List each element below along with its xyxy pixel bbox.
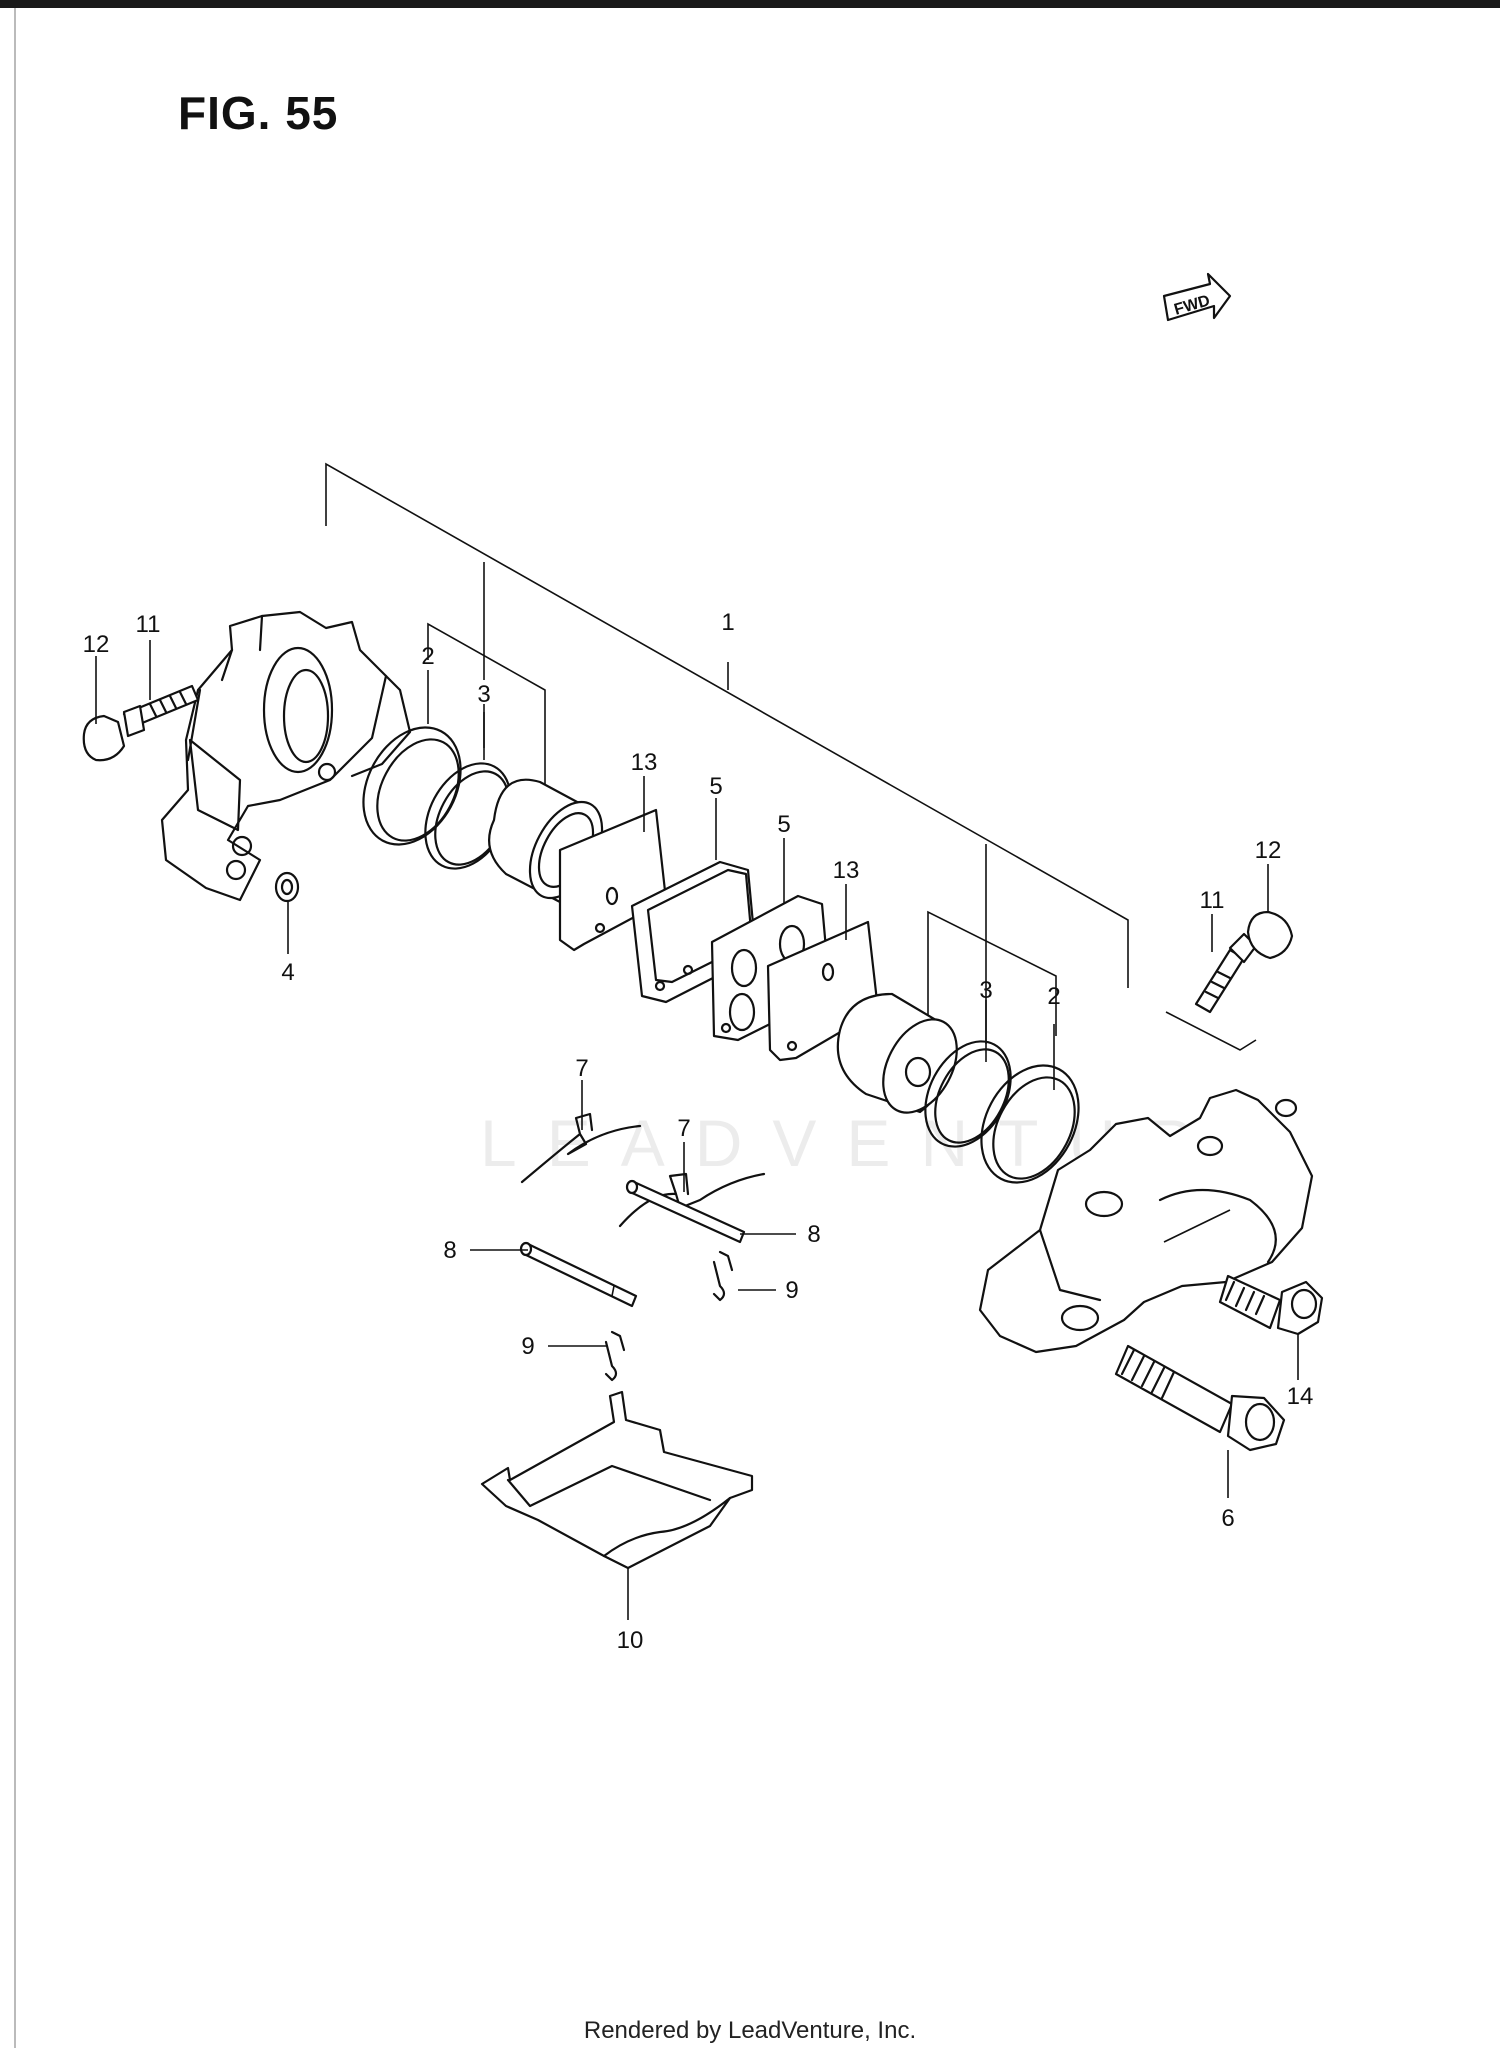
- pin-clip-9-left: [604, 1330, 626, 1382]
- left-caliper-body: [160, 610, 412, 902]
- callout-1: 1: [721, 609, 734, 636]
- figure-title: FIG. 55: [178, 87, 339, 139]
- pin-clip-9-right: [712, 1250, 734, 1302]
- pad-cover-10: [480, 1390, 754, 1570]
- callout-5-right: 5: [777, 811, 790, 838]
- pad-shim-13-left: [558, 808, 668, 952]
- callout-2-left: 2: [421, 643, 434, 670]
- callout-12-left: 12: [83, 631, 110, 658]
- callout-11-left: 11: [136, 611, 161, 638]
- callout-4: 4: [281, 959, 294, 986]
- piston-right: [836, 992, 958, 1114]
- assembly-bracket-1: [325, 462, 1129, 1014]
- callout-11-right: 11: [1200, 887, 1225, 914]
- top-border: [0, 0, 1500, 8]
- left-border: [14, 8, 16, 2048]
- washer-4: [274, 871, 300, 903]
- callout-8-right: 8: [807, 1221, 820, 1248]
- piston-seal-2-left: [362, 726, 462, 846]
- callout-9-right: 9: [785, 1277, 798, 1304]
- bleeder-cap-12-right: [1246, 910, 1294, 960]
- callout-7-left: 7: [575, 1055, 588, 1082]
- callout-8-left: 8: [443, 1237, 456, 1264]
- piston-seal-2-right: [980, 1064, 1080, 1184]
- callout-13-right: 13: [833, 857, 860, 884]
- callout-labels: 1 2 2 3 3 4 5 5 6 7 7 8 8 9 9 10 11 11 1…: [83, 609, 1314, 1654]
- callout-10: 10: [617, 1627, 644, 1654]
- leader-lines: [95, 640, 1299, 1620]
- mounting-bolt-6: [1114, 1344, 1286, 1452]
- pad-spring-7-left: [520, 1112, 642, 1184]
- callout-3-right: 3: [979, 977, 992, 1004]
- callout-3-left: 3: [477, 681, 490, 708]
- callout-12-right: 12: [1255, 837, 1282, 864]
- bleeder-valve-11-left: [122, 684, 200, 738]
- callout-7-right: 7: [677, 1115, 690, 1142]
- callout-5-left: 5: [709, 773, 722, 800]
- bleeder-cap-12-left: [82, 714, 126, 762]
- mounting-bolt-14: [1218, 1274, 1324, 1336]
- right-caliper-body: [978, 1011, 1314, 1354]
- footer-credit: Rendered by LeadVenture, Inc.: [583, 2017, 917, 2044]
- callout-6: 6: [1221, 1505, 1234, 1532]
- callout-13-left: 13: [631, 749, 658, 776]
- pad-pin-8-right: [625, 1179, 746, 1244]
- callout-2-right: 2: [1047, 983, 1060, 1010]
- fwd-arrow-icon: FWD: [1162, 272, 1232, 322]
- bleeder-valve-11-right: [1194, 932, 1258, 1014]
- callout-14: 14: [1287, 1383, 1314, 1410]
- pad-pin-8-left: [519, 1241, 638, 1308]
- callout-9-left: 9: [521, 1333, 534, 1360]
